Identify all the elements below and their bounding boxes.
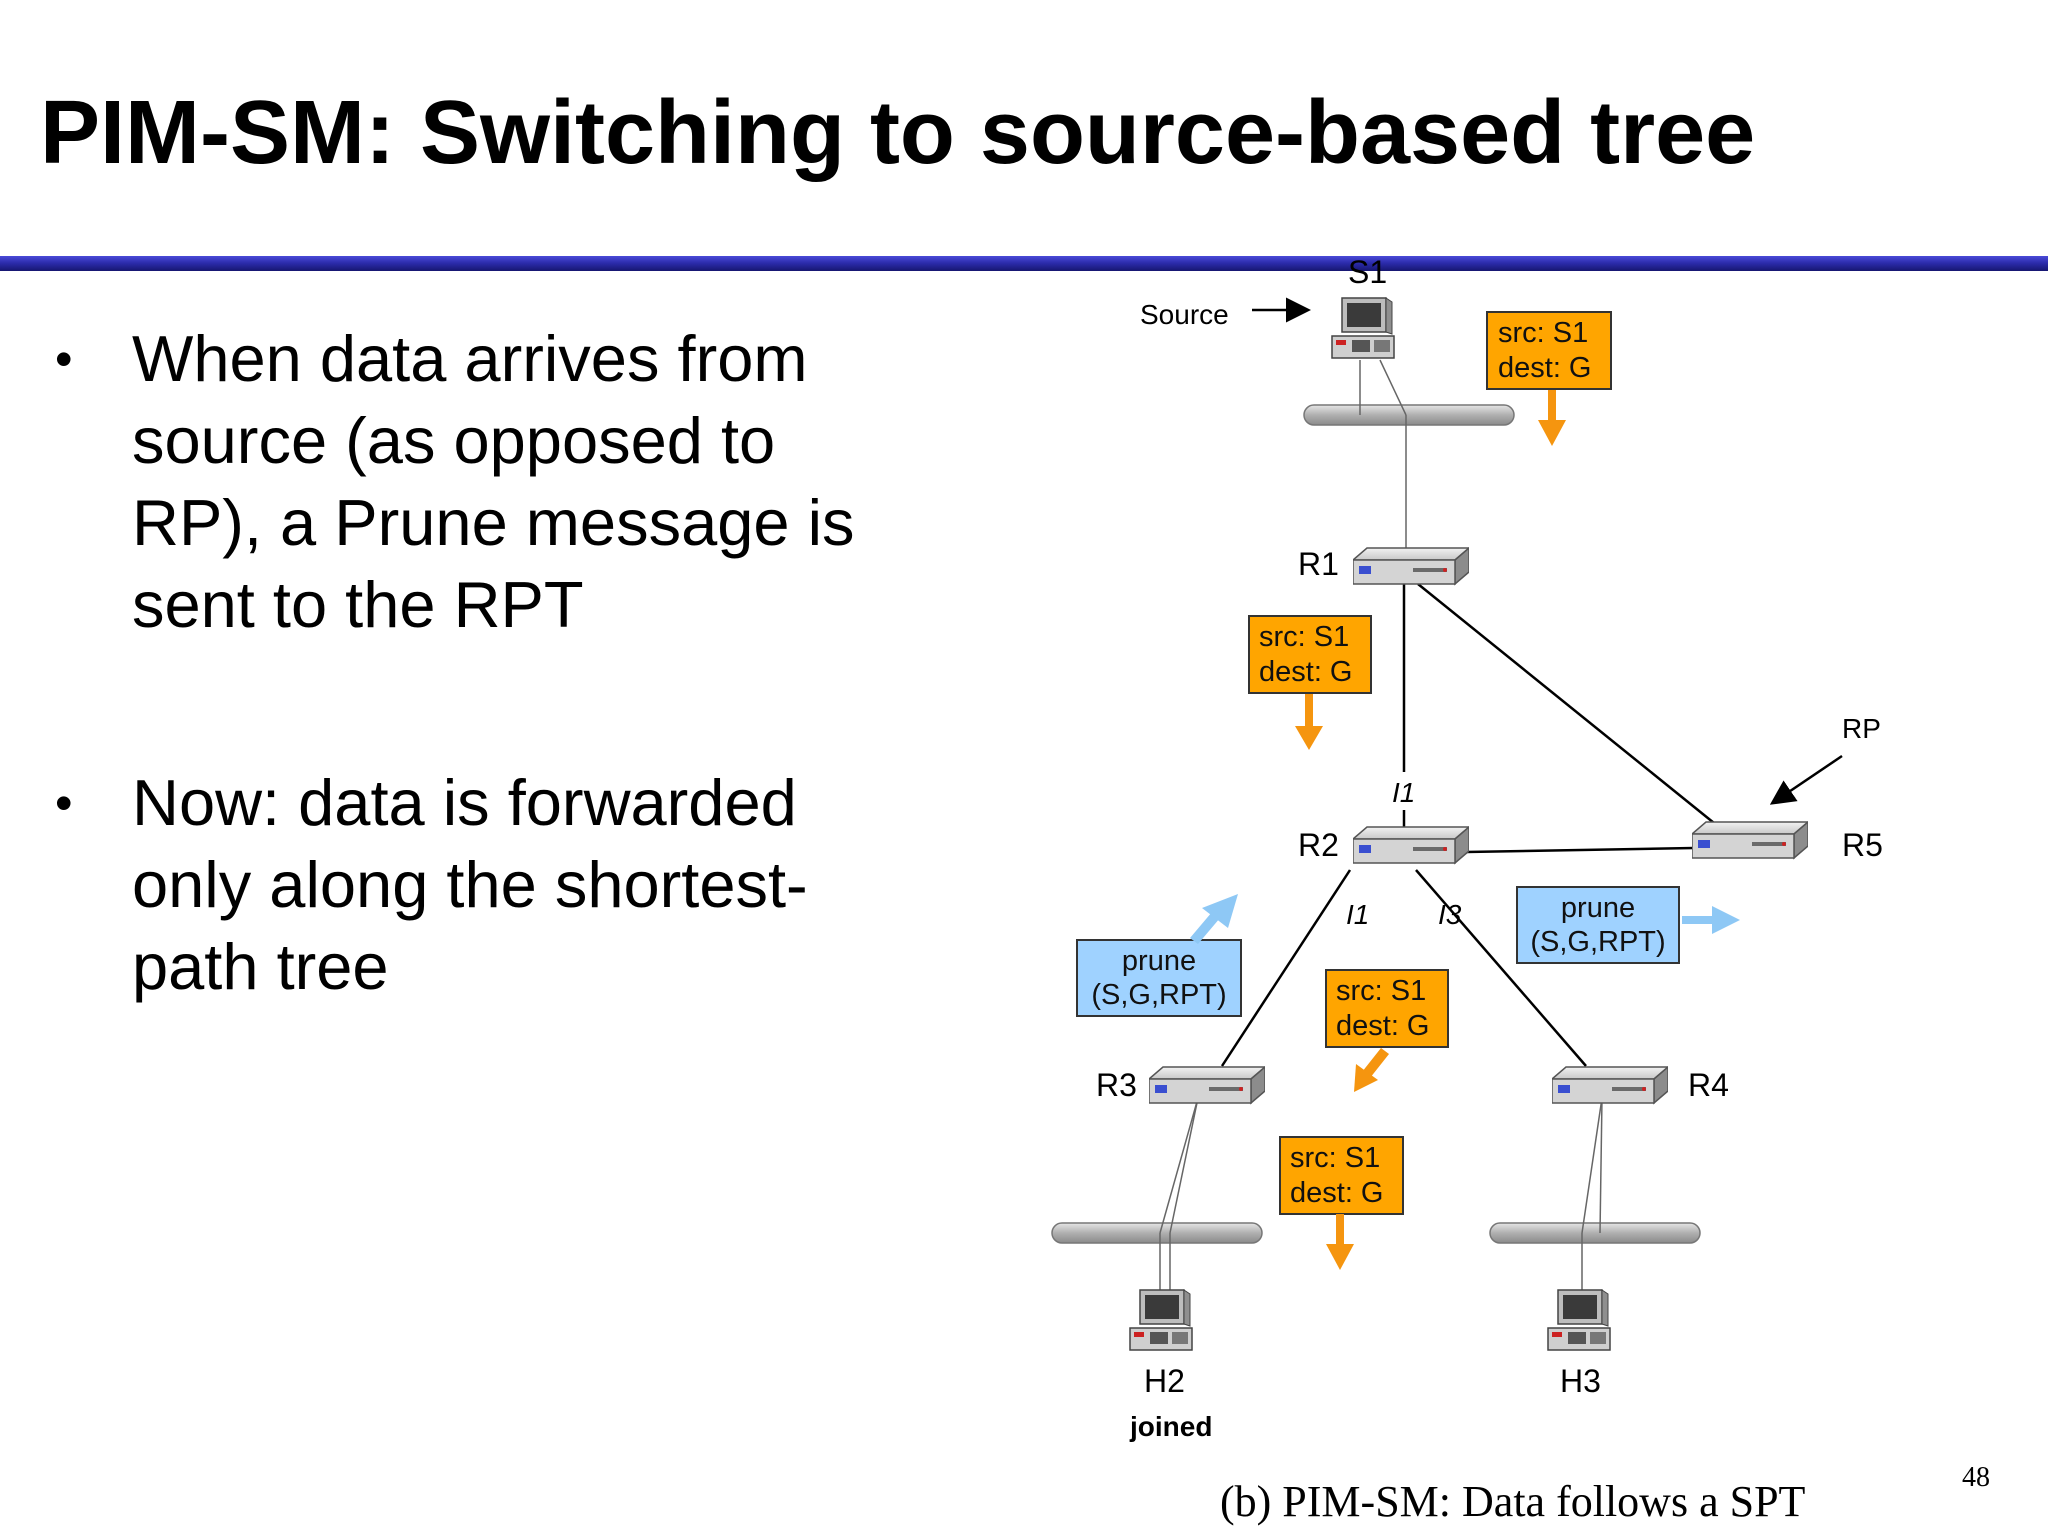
prune-arrows — [1190, 894, 1740, 944]
page-number: 48 — [1962, 1462, 1990, 1493]
data-box-src: src: S1 — [1259, 621, 1349, 653]
source-label: Source — [1140, 299, 1229, 330]
figure-caption: (b) PIM-SM: Data follows a SPT — [1220, 1477, 1806, 1526]
down-left-arrow-icon — [1354, 1048, 1389, 1092]
computer-icon — [1331, 297, 1395, 359]
bullet-text: When data arrives from source (as oppose… — [132, 322, 855, 641]
bullet-list: • When data arrives from source (as oppo… — [55, 318, 905, 1124]
node-label-r4: R4 — [1688, 1067, 1729, 1103]
router-icon — [1692, 821, 1808, 859]
node-label-r1: R1 — [1298, 546, 1339, 582]
rp-arrow-icon — [1769, 754, 1843, 805]
down-arrow-icon — [1295, 694, 1323, 750]
link-r2-r5 — [1465, 846, 1695, 854]
data-box-src: src: S1 — [1498, 317, 1588, 349]
data-box-dest: dest: G — [1336, 1010, 1430, 1042]
down-arrow-icon — [1538, 390, 1566, 446]
link-r2-r3 — [1220, 869, 1352, 1067]
node-label-r3: R3 — [1096, 1067, 1137, 1103]
node-label-h2: H2 — [1144, 1363, 1185, 1399]
data-box-dest: dest: G — [1498, 352, 1592, 384]
bullet-dot-icon: • — [55, 775, 73, 831]
title-underline-bar — [0, 256, 2048, 271]
bullet-item: • When data arrives from source (as oppo… — [55, 318, 905, 646]
data-box-dest: dest: G — [1290, 1177, 1384, 1209]
router-icon — [1353, 826, 1469, 864]
rp-label: RP — [1842, 713, 1881, 744]
down-arrow-icon — [1326, 1214, 1354, 1270]
node-label-s1: S1 — [1348, 254, 1387, 290]
computer-icon — [1547, 1289, 1611, 1351]
bullet-item: • Now: data is forwarded only along the … — [55, 762, 905, 1008]
h2-status-label: joined — [1129, 1411, 1212, 1442]
interface-label: I3 — [1438, 899, 1462, 930]
lan-segment-left — [1051, 1222, 1263, 1244]
prune-box-tuple: (S,G,RPT) — [1530, 926, 1665, 958]
right-arrow-icon — [1682, 906, 1740, 934]
router-icon — [1353, 547, 1469, 585]
prune-box-title: prune — [1561, 892, 1635, 924]
data-arrows — [1295, 390, 1566, 1270]
bullet-dot-icon: • — [55, 331, 73, 387]
computer-icon — [1129, 1289, 1193, 1351]
lan-segment-top — [1303, 404, 1515, 426]
link-r2-r4 — [1415, 869, 1587, 1067]
link-r1-r5 — [1417, 583, 1715, 824]
interface-label: I1 — [1392, 777, 1415, 808]
prune-message-box: prune (S,G,RPT) — [1516, 886, 1680, 964]
slide-title: PIM-SM: Switching to source-based tree — [40, 83, 1756, 183]
node-label-r5: R5 — [1842, 827, 1883, 863]
prune-box-title: prune — [1122, 945, 1196, 977]
data-packet-box: src: S1 dest: G — [1325, 969, 1449, 1048]
router-icon — [1552, 1066, 1668, 1104]
data-packet-box: src: S1 dest: G — [1486, 311, 1612, 390]
data-box-src: src: S1 — [1290, 1142, 1380, 1174]
router-links — [1220, 583, 1715, 1067]
node-label-r2: R2 — [1298, 827, 1339, 863]
prune-message-box: prune (S,G,RPT) — [1076, 939, 1242, 1017]
data-packet-box: src: S1 dest: G — [1248, 615, 1372, 694]
lan-segment-right — [1489, 1222, 1701, 1244]
node-label-h3: H3 — [1560, 1363, 1601, 1399]
host-cables — [1159, 359, 1603, 1300]
up-right-arrow-icon — [1190, 894, 1238, 944]
bullet-text: Now: data is forwarded only along the sh… — [132, 766, 808, 1003]
prune-box-tuple: (S,G,RPT) — [1091, 979, 1226, 1011]
data-packet-box: src: S1 dest: G — [1279, 1136, 1404, 1215]
data-box-dest: dest: G — [1259, 656, 1353, 688]
router-icon — [1149, 1066, 1265, 1104]
interface-label: I1 — [1346, 899, 1369, 930]
data-box-src: src: S1 — [1336, 975, 1426, 1007]
